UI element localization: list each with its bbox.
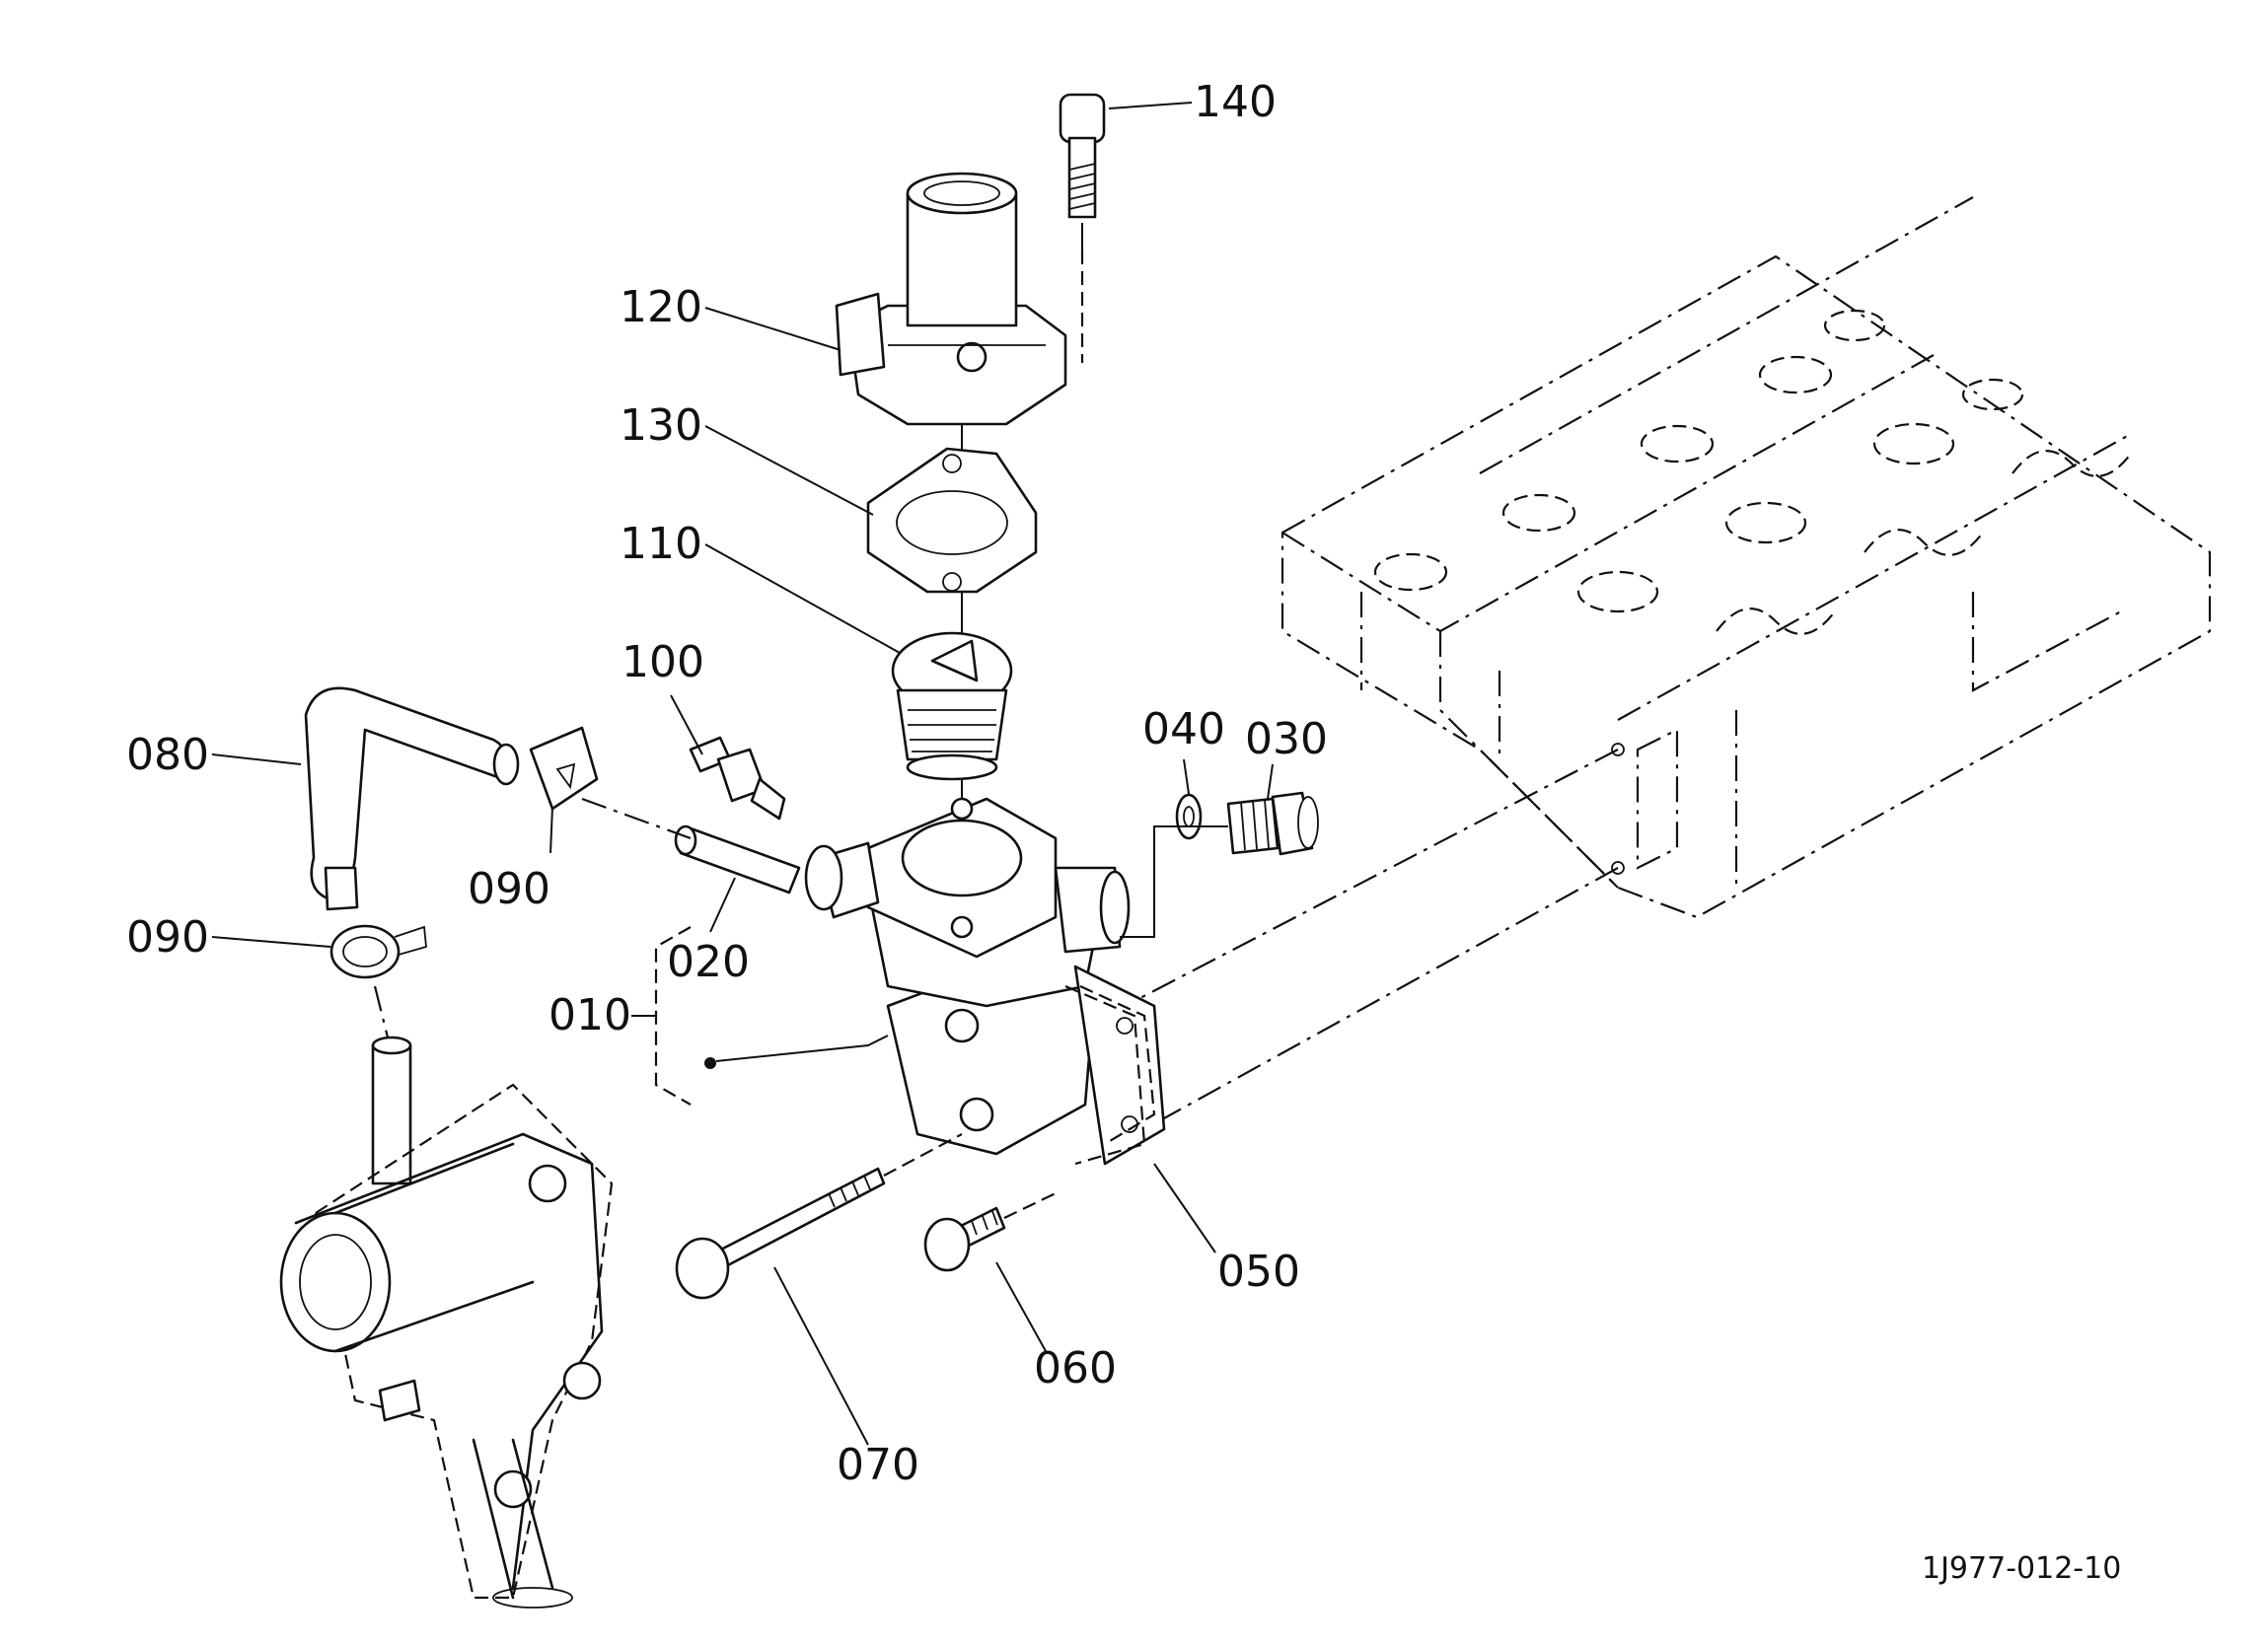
part-120-thermostat-cover [835, 172, 1067, 426]
part-100-sensor [689, 736, 786, 821]
part-070-long-bolt [675, 1133, 963, 1300]
callout-140: 140 [1194, 77, 1277, 127]
leader-lines [211, 102, 1274, 1446]
callout-100: 100 [622, 637, 704, 687]
part-010-bracket [631, 926, 889, 1106]
callout-labels: 140 120 130 110 100 080 090 090 040 030 … [126, 77, 2121, 1586]
callout-110: 110 [620, 519, 702, 569]
callout-120: 120 [620, 282, 702, 332]
alignment-line-upper [1134, 749, 1619, 1002]
callout-080: 080 [126, 730, 209, 780]
alignment-hose-pump [373, 985, 392, 1046]
part-090-clamp-upper [529, 726, 599, 811]
callout-030: 030 [1245, 714, 1328, 764]
water-pump-outline [279, 1036, 614, 1609]
part-010-water-flange [804, 797, 1166, 1166]
drawing-code: 1J977-012-10 [1922, 1551, 2121, 1586]
part-080-hose [304, 686, 520, 911]
callout-090-upper: 090 [468, 864, 550, 914]
part-040-washer [1175, 793, 1203, 840]
alignment-line-lower [1143, 867, 1619, 1130]
part-030-plug [1226, 791, 1319, 856]
part-130-gasket [866, 447, 1038, 594]
callout-040: 040 [1142, 704, 1225, 754]
part-060-short-bolt [923, 1192, 1057, 1272]
cylinder-head-outline [1280, 196, 2212, 919]
part-050-gasket [1064, 984, 1146, 1166]
callout-050: 050 [1217, 1247, 1300, 1297]
part-090-clamp-lower [329, 924, 427, 979]
callout-090-lower: 090 [126, 912, 209, 963]
callout-070: 070 [837, 1440, 919, 1490]
callout-020: 020 [667, 937, 750, 987]
callout-010: 010 [549, 990, 631, 1040]
part-020-pipe [674, 824, 801, 895]
callout-060: 060 [1034, 1343, 1117, 1394]
leader-030-040-to-flange [1120, 825, 1228, 938]
part-110-thermostat [891, 631, 1013, 781]
part-140-bolt [1059, 93, 1106, 363]
callout-130: 130 [620, 400, 702, 451]
bracket-dot [704, 1057, 716, 1069]
alignment-hose-clamp [581, 797, 692, 840]
